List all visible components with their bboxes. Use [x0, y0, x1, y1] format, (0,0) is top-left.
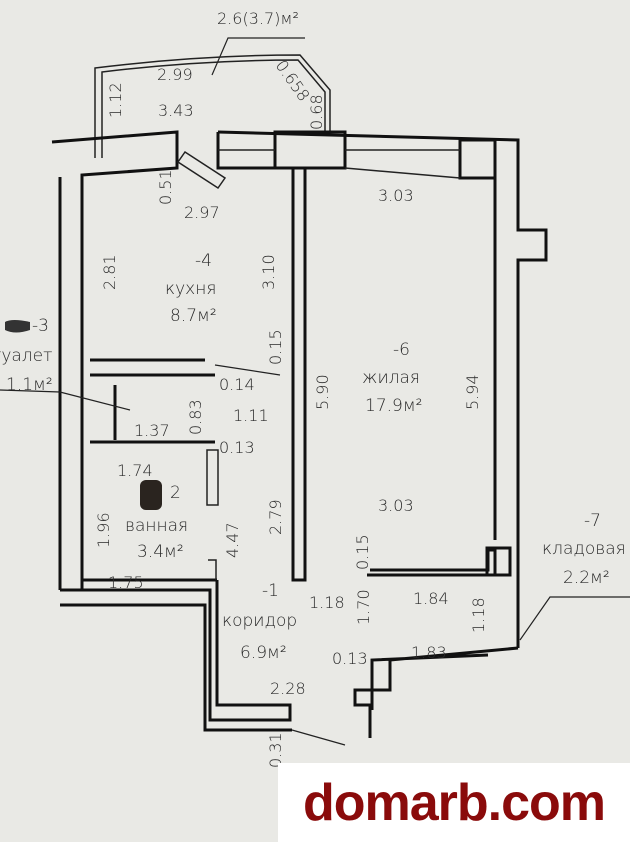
dim: 4.47 [223, 522, 242, 558]
toilet-name: туалет [0, 346, 52, 366]
bath-name: ванная [125, 516, 188, 536]
toilet-icon [5, 320, 30, 333]
corridor-name: коридор [222, 611, 297, 631]
dim: 1.83 [411, 643, 447, 662]
dim: 3.03 [378, 186, 414, 205]
toilet-area: 1.1м² [6, 375, 53, 395]
dim: 1.74 [117, 461, 153, 480]
dim: 0.68 [307, 94, 326, 130]
watermark-text: domarb.com [302, 773, 606, 832]
bath-icon [140, 480, 162, 510]
dim: 3.43 [158, 101, 194, 120]
dim: 5.90 [313, 374, 332, 410]
dim: 2.81 [100, 254, 119, 290]
bath-number: 2 [170, 483, 181, 503]
kitchen-name: кухня [165, 279, 216, 299]
dim: 1.75 [108, 573, 144, 592]
living-name: жилая [362, 368, 420, 388]
dim: 1.18 [309, 593, 345, 612]
storage-number: -7 [584, 511, 601, 531]
dim: 1.84 [413, 589, 449, 608]
walls [0, 130, 630, 746]
living-area: 17.9м² [365, 396, 423, 416]
dim: 0.15 [353, 534, 372, 570]
corridor-number: -1 [262, 581, 279, 601]
dim: 1.11 [233, 406, 269, 425]
dim: 0.51 [156, 169, 175, 205]
dim: 0.83 [186, 399, 205, 435]
dim: 0.15 [266, 329, 285, 365]
kitchen-area: 8.7м² [170, 306, 217, 326]
dim: 1.70 [354, 589, 373, 625]
toilet-number: -3 [32, 316, 49, 336]
dim: 0.13 [219, 438, 255, 457]
storage-name: кладовая [542, 539, 626, 559]
dim: 1.18 [469, 597, 488, 633]
living-number: -6 [393, 340, 410, 360]
dim: 1.12 [106, 82, 125, 118]
dim: 3.03 [378, 496, 414, 515]
dim: 2.97 [184, 203, 220, 222]
dim: 2.28 [270, 679, 306, 698]
dim: 0.13 [332, 649, 368, 668]
balcony-outline [94, 37, 331, 158]
dim: 5.94 [463, 374, 482, 410]
corridor-area: 6.9м² [240, 643, 287, 663]
kitchen-number: -4 [195, 251, 212, 271]
dim: 3.10 [259, 254, 278, 290]
dim: 2.79 [266, 499, 285, 535]
watermark-logo: domarb.com [278, 763, 630, 842]
balcony-area: 2.6(3.7)м² [217, 9, 299, 28]
dim: 0.31 [266, 732, 285, 768]
dim: 1.96 [94, 512, 113, 548]
storage-area: 2.2м² [563, 568, 610, 588]
bath-area: 3.4м² [137, 542, 184, 562]
dim: 1.37 [134, 421, 170, 440]
dim: 2.99 [157, 65, 193, 84]
dim: 0.14 [219, 375, 255, 394]
